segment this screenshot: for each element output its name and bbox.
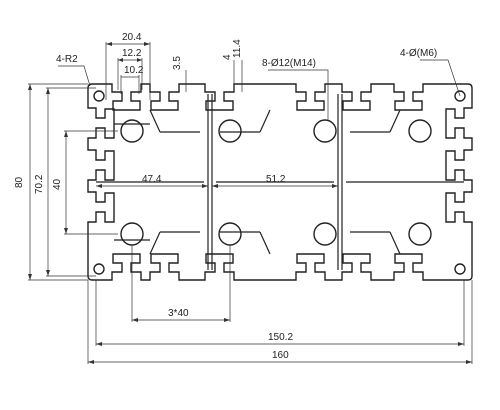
dim-holes-corner: 4-Ø(M6) — [400, 48, 437, 59]
core-bore — [218, 119, 242, 143]
core-bore — [218, 222, 242, 246]
profile-body — [87, 83, 473, 281]
core-bore — [120, 119, 144, 143]
core-bore — [408, 222, 432, 246]
dim-corner-radius: 4-R2 — [56, 54, 78, 65]
dim-height-center: 40 — [52, 178, 63, 190]
internal-webs — [96, 94, 464, 270]
dim-slot-outer: 12.2 — [122, 48, 142, 59]
dimension-labels: 20.4 12.2 10.2 3.5 4 11.4 8-Ø12(M14) 4-Ø… — [14, 32, 437, 361]
dim-pitch-mid: 51.2 — [266, 174, 286, 185]
core-bore — [408, 119, 432, 143]
dim-wall: 4 — [222, 54, 233, 60]
core-bore — [120, 222, 144, 246]
core-bore — [313, 222, 337, 246]
dim-slot-depth: 11.4 — [232, 39, 243, 58]
dim-slot-inner: 10.2 — [124, 65, 144, 76]
dim-height-inner: 70.2 — [34, 174, 45, 194]
dim-pitch-left: 47.4 — [142, 174, 162, 185]
dim-width-total: 160 — [272, 350, 289, 361]
dim-slot-pitch: 3*40 — [168, 308, 189, 319]
dim-top-width: 20.4 — [122, 32, 142, 43]
dim-width-inner: 150.2 — [268, 332, 293, 343]
corner-hole — [454, 90, 466, 102]
arrowheads — [28, 42, 472, 364]
corner-hole — [93, 90, 105, 102]
core-bore — [313, 119, 337, 143]
corner-hole — [93, 263, 105, 275]
corner-hole — [454, 263, 466, 275]
profile-outline — [87, 83, 473, 281]
dim-lip: 3.5 — [172, 56, 183, 70]
dim-holes-mid: 8-Ø12(M14) — [262, 58, 316, 69]
dim-height-total: 80 — [14, 176, 25, 188]
dimension-lines — [28, 42, 473, 364]
